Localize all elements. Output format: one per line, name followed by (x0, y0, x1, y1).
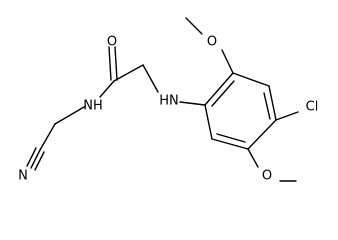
chloro-label: Cl (306, 100, 319, 115)
ch2-nitrile-bond (39, 123, 56, 151)
molecule-structure: O NH HN N O Cl O (18, 17, 318, 184)
carbonyl-ch2-bond (113, 64, 144, 82)
nitrile-nitrogen-label: N (18, 169, 28, 184)
carbonyl-bond-1 (108, 46, 112, 81)
bonds (26, 17, 299, 182)
ring-bond-3-4-inner (263, 92, 271, 120)
nitrile-bond-2 (26, 147, 37, 167)
ring-bond-5-6-inner (216, 133, 246, 143)
ring-bond-5-6 (211, 138, 249, 150)
ring-bond-6-1 (204, 104, 213, 140)
ring-bond-1-2-inner (211, 80, 235, 107)
atom-labels: O NH HN N O Cl O (18, 35, 318, 184)
amide-nh-label: NH (83, 99, 103, 114)
ring-bond-3-4 (268, 85, 277, 121)
ring-bond-4-5 (247, 119, 277, 150)
ring-bond-1-2 (204, 72, 234, 106)
methoxy-top-bond-1 (221, 49, 234, 74)
amine-hn-label: HN (159, 94, 179, 109)
nitrile-bond-3 (34, 151, 45, 171)
methoxy-top-oxygen-label: O (207, 35, 217, 50)
methoxy-top-bond-2 (185, 17, 203, 35)
methoxy-bottom-bond-1 (247, 148, 259, 168)
amide-c-n-bond (99, 80, 115, 98)
hn-ring-bond (179, 101, 206, 106)
carbonyl-oxygen-label: O (107, 35, 117, 50)
chloro-bond (275, 111, 299, 121)
carbonyl-bond-2 (114, 46, 118, 81)
ch2-hn-bond (142, 64, 159, 93)
nh-ch2-bond (54, 106, 85, 125)
methoxy-bottom-oxygen-label: O (262, 169, 272, 184)
nitrile-bond-1 (30, 149, 41, 169)
ring-bond-2-3 (232, 72, 270, 87)
